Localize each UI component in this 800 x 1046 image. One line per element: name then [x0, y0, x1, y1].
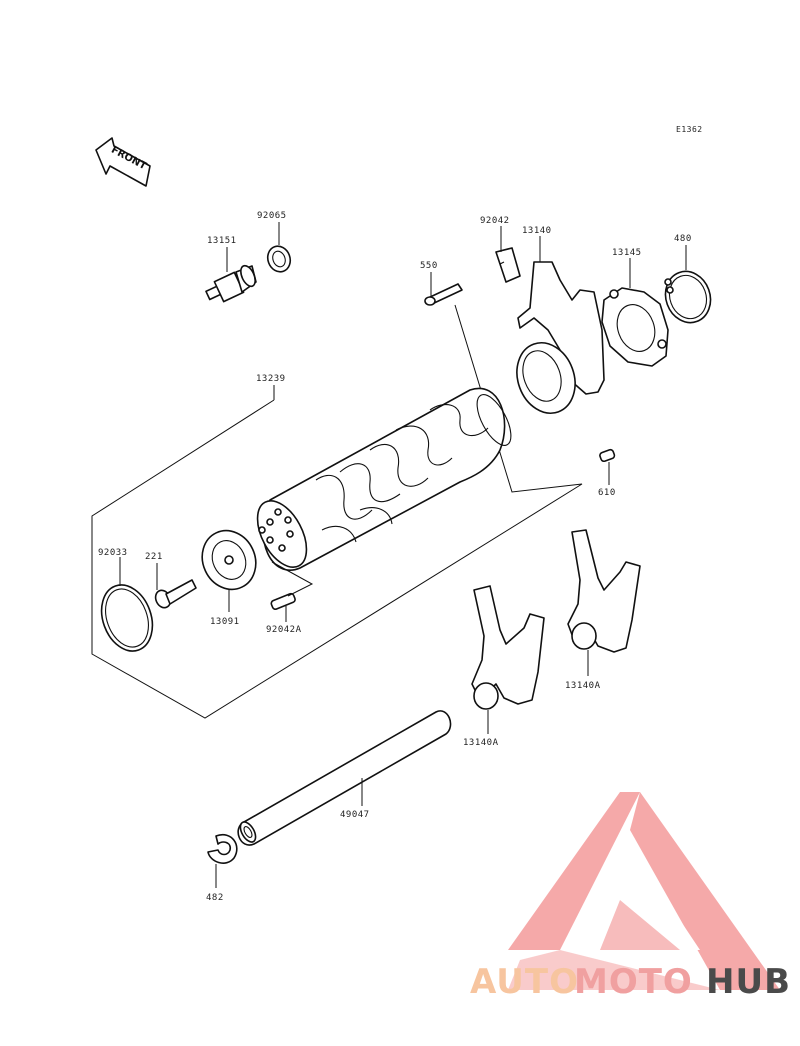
label-13239: 13239 [256, 374, 286, 384]
diagram-code: E1362 [676, 125, 703, 134]
label-13091: 13091 [210, 617, 240, 627]
circlip-480 [664, 270, 712, 324]
screw-221 [154, 579, 197, 609]
label-92042: 92042 [480, 216, 510, 226]
shift-fork-13140A-left [471, 585, 545, 710]
automotohub-logo: AUTO MOTO HUB [470, 792, 791, 1002]
label-13140A-left: 13140A [463, 738, 499, 748]
shift-fork-13140 [516, 261, 605, 414]
washer-92065 [266, 245, 292, 273]
logo-text-hub: HUB [706, 962, 791, 1002]
label-13145: 13145 [612, 248, 642, 258]
pin-92042A [270, 592, 296, 611]
label-49047: 49047 [340, 810, 370, 820]
shift-drum-13239 [256, 387, 512, 571]
snap-ring-92033 [100, 584, 154, 652]
neutral-switch-13151 [205, 264, 257, 303]
label-13140A-right: 13140A [565, 681, 601, 691]
label-480: 480 [674, 234, 692, 244]
logo-text-moto: MOTO [574, 962, 693, 1002]
e-clip-482 [207, 833, 238, 864]
pin-92042 [495, 247, 521, 283]
label-13140: 13140 [522, 226, 552, 236]
label-550: 550 [420, 261, 438, 271]
plate-13145 [601, 287, 669, 367]
label-610: 610 [598, 488, 616, 498]
plate-13091 [201, 529, 257, 591]
logo-text-auto: AUTO [470, 962, 579, 1002]
pin-610 [599, 448, 616, 463]
label-92065: 92065 [257, 211, 287, 221]
pin-550 [424, 283, 463, 306]
label-92033: 92033 [98, 548, 128, 558]
front-arrow-icon: FRONT [95, 137, 151, 187]
label-221: 221 [145, 552, 163, 562]
label-482: 482 [206, 893, 224, 903]
label-92042A: 92042A [266, 625, 302, 635]
shaft-49047 [237, 710, 452, 846]
shift-fork-13140A-right [567, 529, 641, 653]
label-13151: 13151 [207, 236, 237, 246]
